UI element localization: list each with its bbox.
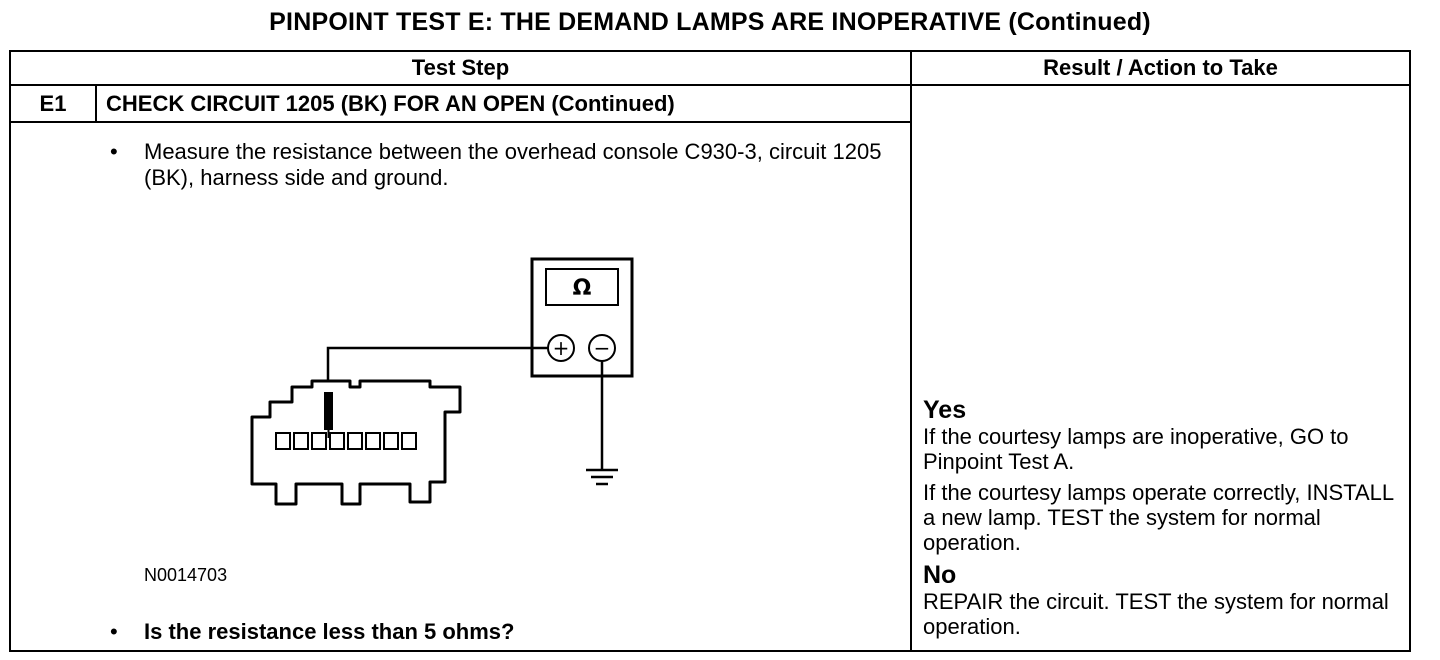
step-title-divider xyxy=(9,121,912,123)
test-probe xyxy=(324,392,333,430)
header-divider xyxy=(9,84,1411,86)
column-divider xyxy=(910,50,912,652)
header-test-step: Test Step xyxy=(411,55,510,80)
step-instruction: Measure the resistance between the overh… xyxy=(144,139,882,190)
pinpoint-test-table xyxy=(9,50,1411,652)
result-yes-action-2: If the courtesy lamps operate correctly,… xyxy=(923,480,1394,555)
step-id: E1 xyxy=(39,91,67,116)
figure-id: N0014703 xyxy=(144,565,228,585)
connector-cavities xyxy=(275,432,417,450)
page-title: PINPOINT TEST E: THE DEMAND LAMPS ARE IN… xyxy=(269,8,1151,36)
ohmmeter-display xyxy=(545,268,619,306)
header-result-action: Result / Action to Take xyxy=(1043,55,1278,80)
negative-terminal-label: − xyxy=(594,336,611,360)
positive-terminal-label: + xyxy=(553,336,570,360)
ohm-symbol: Ω xyxy=(573,276,592,301)
step-id-divider xyxy=(95,86,97,122)
step-question: Is the resistance less than 5 ohms? xyxy=(144,619,515,644)
step-title: CHECK CIRCUIT 1205 (BK) FOR AN OPEN (Con… xyxy=(106,91,675,116)
result-action-area: Yes If the courtesy lamps are inoperativ… xyxy=(923,396,1403,645)
result-no-label: No xyxy=(923,561,957,589)
bullet: • xyxy=(110,619,118,644)
result-yes-action-1: If the courtesy lamps are inoperative, G… xyxy=(923,424,1349,474)
bullet: • xyxy=(110,139,118,164)
result-no-action-1: REPAIR the circuit. TEST the system for … xyxy=(923,589,1389,639)
resistance-measurement-diagram: Ω + − xyxy=(250,257,634,506)
result-yes-label: Yes xyxy=(923,396,967,424)
